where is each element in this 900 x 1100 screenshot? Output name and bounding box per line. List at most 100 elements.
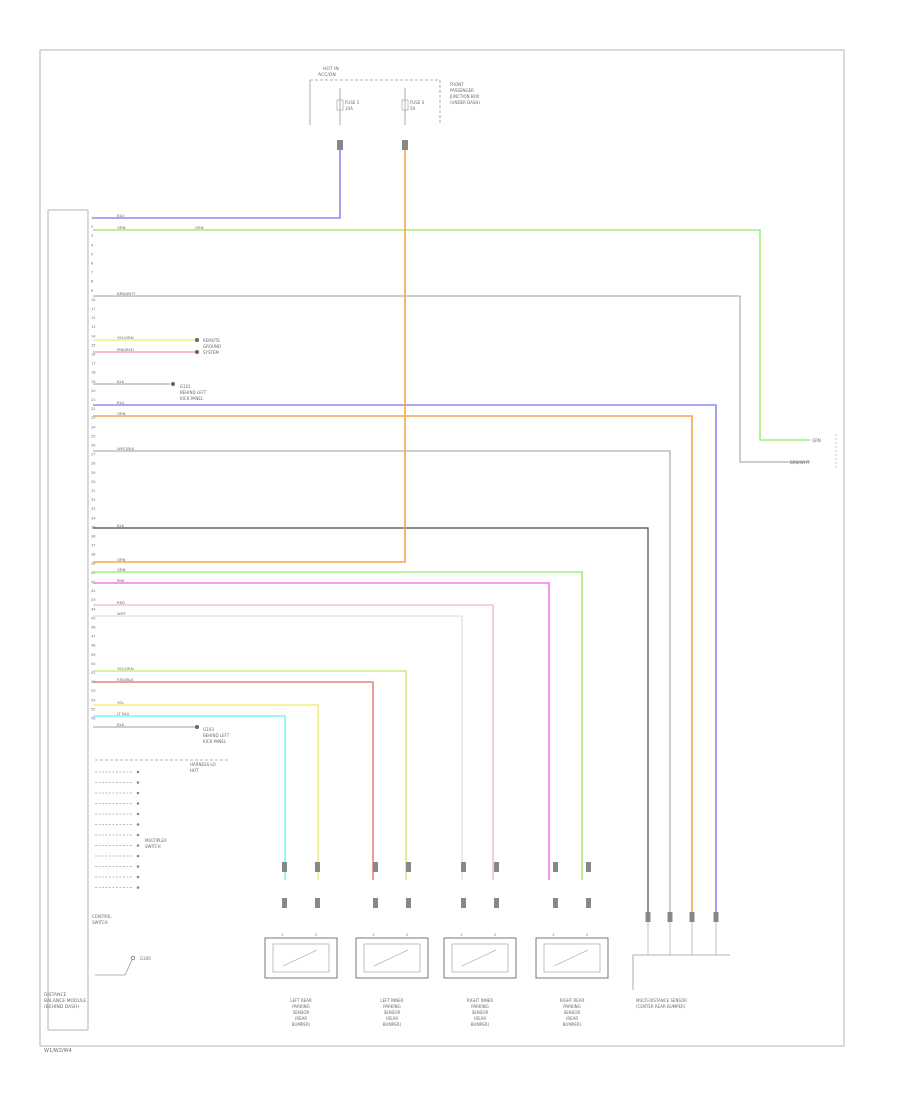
conn-label-1: HARNESS LO xyxy=(190,762,216,767)
sensor-label: (REAR xyxy=(386,1016,399,1021)
wire-orn-fuse xyxy=(93,150,406,563)
module-pin: 34 xyxy=(91,516,96,520)
sensor-inner xyxy=(543,943,601,973)
sensor-terminal xyxy=(282,898,287,908)
sensor-mark xyxy=(553,949,589,967)
module-label-2: BALANCE MODULE xyxy=(44,998,86,1004)
wire-yel-sensor1 xyxy=(93,704,319,880)
sw-label-1: MULTIPLEX xyxy=(145,838,167,843)
label-w2: GRN xyxy=(117,225,126,230)
module-pin: 15 xyxy=(91,343,95,347)
sensor-body xyxy=(355,937,429,979)
sensor-label: PARKING xyxy=(292,1004,310,1009)
module-pin: 3 xyxy=(91,234,93,238)
sensor-label: (REAR xyxy=(474,1016,487,1021)
g1-line-3: SYSTEM xyxy=(203,350,219,355)
module-pin: 11 xyxy=(91,307,95,311)
sensor-body xyxy=(535,937,609,979)
switch-contact xyxy=(136,875,140,879)
sensor-terminal xyxy=(553,862,558,872)
sensor-terminal xyxy=(586,862,591,872)
switch-contact xyxy=(136,770,140,774)
sensor-terminal xyxy=(553,898,558,908)
sensor-terminal xyxy=(282,862,287,872)
sensor-label: LEFT REAR xyxy=(290,998,312,1003)
diagram-frame xyxy=(39,49,845,1047)
right-conn-bottom: BRN/WHT xyxy=(790,460,810,465)
wire-orn-multi xyxy=(93,415,693,915)
module-pin-list: 1234567891011121314151617181920212223242… xyxy=(91,216,96,721)
multi-label-1: MULTI-DISTANCE SENSOR xyxy=(636,998,687,1003)
module-pin: 40 xyxy=(91,571,95,575)
module-pin: 43 xyxy=(91,598,95,602)
distance-balance-module: 1234567891011121314151617181920212223242… xyxy=(44,209,96,1031)
sensor-label: SENSOR xyxy=(472,1010,489,1015)
wire-pnk-sensor4 xyxy=(93,582,550,880)
switch-contact xyxy=(136,781,140,784)
g1-line-1: REMOTE xyxy=(203,338,220,343)
multi-sensor-terminal xyxy=(645,912,651,922)
conn-label-2: HOT xyxy=(190,768,199,773)
switch-contact xyxy=(136,844,140,847)
label-w15: WHT xyxy=(117,611,127,616)
module-pin: 20 xyxy=(91,389,95,393)
module-pin: 42 xyxy=(91,589,95,593)
left-fuse-1: FUSE 5 xyxy=(345,100,360,105)
multi-label-2: (CENTER REAR BUMPER) xyxy=(636,1004,686,1009)
sensor-label: (REAR xyxy=(566,1016,579,1021)
label-w4: YEL/GRN xyxy=(117,335,134,340)
sensor-label: (REAR xyxy=(295,1016,308,1021)
label-w3: BRN/WHT xyxy=(117,291,136,296)
g3-line-1: G103 xyxy=(203,727,214,732)
switch-contact xyxy=(136,812,140,816)
module-pin: 10 xyxy=(91,298,95,302)
module-pin: 21 xyxy=(91,398,95,402)
sensor-mark xyxy=(282,949,318,967)
module-pin: 1 xyxy=(91,216,93,220)
module-pin: 12 xyxy=(91,316,95,320)
g2-line-3: KICK PANEL xyxy=(180,396,204,401)
module-pin: 5 xyxy=(91,252,93,256)
sensor-pin-b: 2 xyxy=(494,933,496,937)
module-pin: 28 xyxy=(91,462,95,466)
sensor-pin-a: 1 xyxy=(460,933,462,937)
sensor-label: RIGHT INNER xyxy=(467,998,493,1003)
label-w18: YEL xyxy=(117,700,125,705)
sensor-label: BUMPER) xyxy=(563,1022,582,1027)
wire-grn-right xyxy=(93,229,810,441)
module-pin: 53 xyxy=(91,689,95,693)
fuse-note-3: JUNCTION BOX xyxy=(449,94,479,99)
module-pin: 23 xyxy=(91,416,95,420)
module-pin: 16 xyxy=(91,353,95,357)
wire-lt-blu-sensor1 xyxy=(93,715,286,880)
module-pin: 17 xyxy=(91,362,95,366)
switch-contact xyxy=(136,823,140,826)
sw-bottom-2: SWITCH xyxy=(92,920,108,925)
module-pin: 45 xyxy=(91,616,95,620)
module-label-1: DISTANCE xyxy=(44,992,67,998)
wire-yel-grn-sensor2 xyxy=(93,670,407,880)
label-w6: BLK xyxy=(117,379,125,384)
module-pin: 37 xyxy=(91,544,95,548)
g3-line-2: BEHIND LEFT xyxy=(203,733,230,738)
module-pin: 30 xyxy=(91,480,95,484)
module-pin: 14 xyxy=(91,334,96,338)
fuse-title-1: HOT IN xyxy=(323,66,339,72)
module-pin: 46 xyxy=(91,626,95,630)
switch-contact xyxy=(136,886,140,889)
sensor-pin-a: 1 xyxy=(281,933,283,937)
wire-red-sensor3 xyxy=(93,604,494,880)
wire-blk-multi xyxy=(93,527,649,915)
wire-gray-right xyxy=(93,295,810,463)
wire-grn-sensor4 xyxy=(93,571,583,880)
module-pin: 8 xyxy=(91,280,93,284)
sensor-label: SENSOR xyxy=(384,1010,401,1015)
sensor-label: SENSOR xyxy=(293,1010,310,1015)
label-w14: RED xyxy=(117,600,125,605)
module-pin: 39 xyxy=(91,562,95,566)
switch-contact xyxy=(136,791,140,795)
sensor-pin-a: 1 xyxy=(372,933,374,937)
fuse-5-symbol xyxy=(336,99,344,111)
